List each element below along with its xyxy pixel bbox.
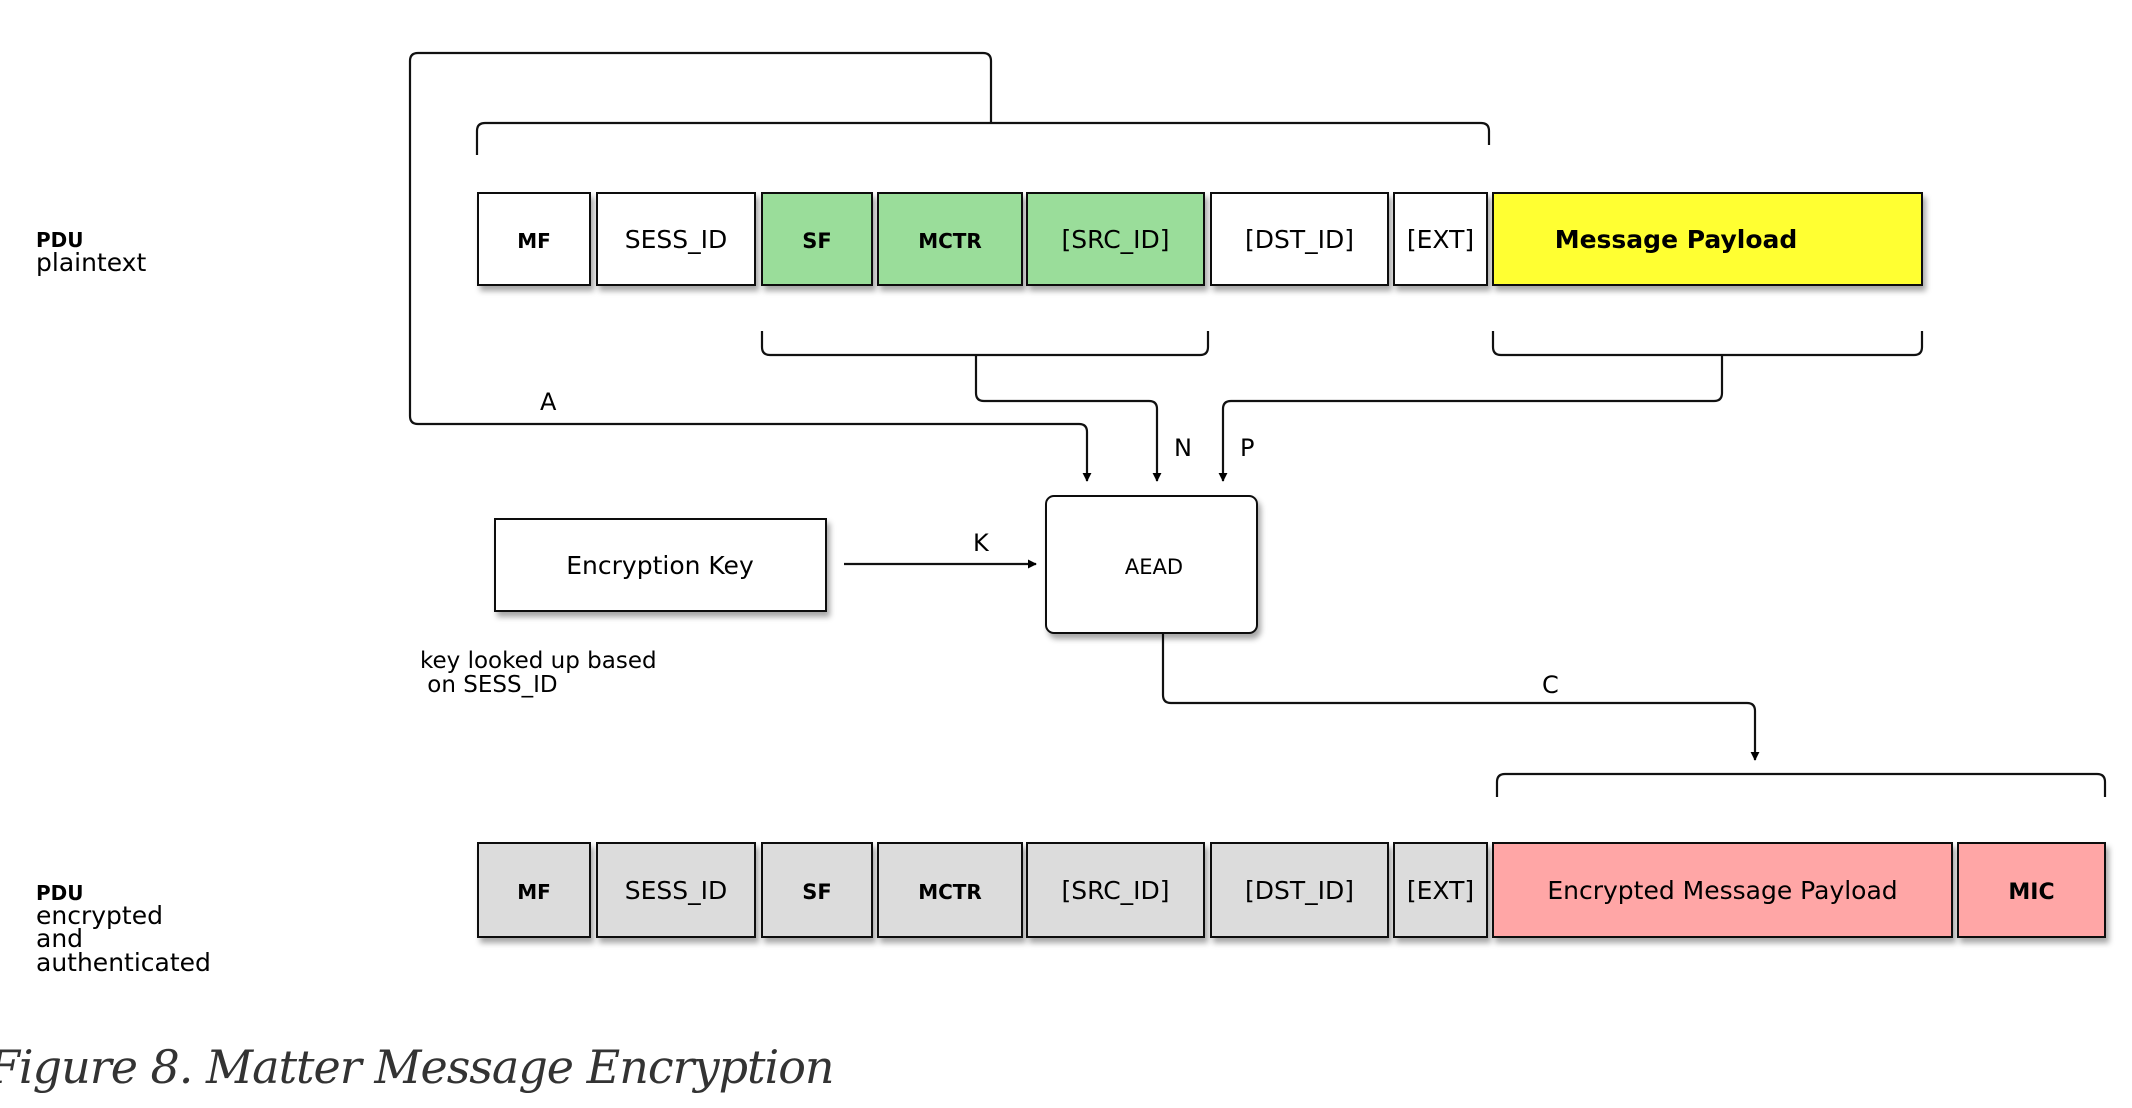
field-box [1026,192,1205,286]
field-label: Encrypted Message Payload [1547,876,1897,905]
nonce-bracket [760,331,1210,357]
edge-label-c: C [1542,671,1559,699]
figure-caption: Figure 8. Matter Message Encryption [0,1040,835,1094]
field-label: Message Payload [1555,225,1798,254]
field-box [1492,192,1923,286]
encrypted-field-encrypted-message-payload: Encrypted Message Payload [1492,842,1953,938]
field-label: [DST_ID] [1245,876,1354,905]
field-box [1210,192,1389,286]
encrypted-field-dst-id: [DST_ID] [1210,842,1389,938]
plaintext-field-src-id: [SRC_ID] [1026,192,1205,286]
field-label: MCTR [918,880,982,904]
row-label-line: encrypted [36,901,163,930]
field-label: [SRC_ID] [1061,876,1169,905]
encrypted-field-mctr: MCTR [877,842,1023,938]
plaintext-field-mf: MF [477,192,591,286]
plaintext-row-label: PDU plaintext [36,228,146,277]
encrypted-field-mf: MF [477,842,591,938]
nonce-connector [974,355,1162,482]
field-box [1957,842,2106,938]
plaintext-field-message-payload: Message Payload [1492,192,1923,286]
field-label: SF [802,229,831,253]
aad-connector [408,51,1092,482]
header-bracket [475,121,1491,155]
aead-box: AEAD [1045,495,1258,634]
plaintext-field-sf: SF [761,192,873,286]
plaintext-field-ext: [EXT] [1393,192,1488,286]
plaintext-field-mctr: MCTR [877,192,1023,286]
encrypted-field-ext: [EXT] [1393,842,1488,938]
key-note-line: key looked up based [420,648,657,674]
key-lookup-note: key looked up based on SESS_ID [420,648,664,698]
field-label: [SRC_ID] [1061,225,1169,254]
field-box [1492,842,1953,938]
encrypted-field-sess-id: SESS_ID [596,842,756,938]
field-label: MCTR [918,229,982,253]
ciphertext-connector [1161,633,1760,761]
field-box [1393,842,1488,938]
payload-connector [1218,355,1724,482]
encrypted-row-label: PDU encrypted and authenticated [36,881,211,977]
field-label: MIC [2008,880,2054,905]
encryption-key-label: Encryption Key [566,551,754,580]
plaintext-field-sess-id: SESS_ID [596,192,756,286]
payload-bracket [1491,331,1924,357]
field-box [596,842,756,938]
field-box [477,192,591,286]
field-box [1210,842,1389,938]
encrypted-pdu-row: MF SESS_ID SF MCTR [SRC_ID] [DST_ID] [EXT] Encr… [477,842,2106,938]
field-box [761,192,873,286]
row-label-line: PDU [36,881,84,905]
field-label: SESS_ID [625,225,728,254]
field-label: [EXT] [1407,876,1474,905]
encrypted-bracket [1495,772,2107,797]
row-label-line: authenticated [36,948,211,977]
field-box [596,192,756,286]
encrypted-field-mic: MIC [1957,842,2106,938]
row-label-line: and [36,924,83,953]
aead-label: AEAD [1125,555,1183,579]
encrypted-field-sf: SF [761,842,873,938]
row-label-line: PDU [36,228,84,252]
edge-label-k: K [973,529,990,557]
field-box [1026,842,1205,938]
edge-label-p: P [1240,434,1254,462]
plaintext-field-dst-id: [DST_ID] [1210,192,1389,286]
field-box [877,192,1023,286]
edge-label-a: A [540,388,557,416]
key-note-line: on SESS_ID [420,672,558,698]
row-label-line: plaintext [36,248,146,277]
edge-label-n: N [1174,434,1192,462]
field-box [477,842,591,938]
field-box [761,842,873,938]
field-box [877,842,1023,938]
field-box [1393,192,1488,286]
field-label: SF [802,880,831,904]
field-label: [EXT] [1407,225,1474,254]
encrypted-field-src-id: [SRC_ID] [1026,842,1205,938]
field-label: [DST_ID] [1245,225,1354,254]
field-label: SESS_ID [625,876,728,905]
encryption-key-box: Encryption Key [494,518,827,612]
plaintext-pdu-row: MF SESS_ID SF MCTR [SRC_ID] [DST_ID] [EXT] Mess… [477,192,1923,286]
field-label: MF [517,880,551,904]
field-label: MF [517,229,551,253]
